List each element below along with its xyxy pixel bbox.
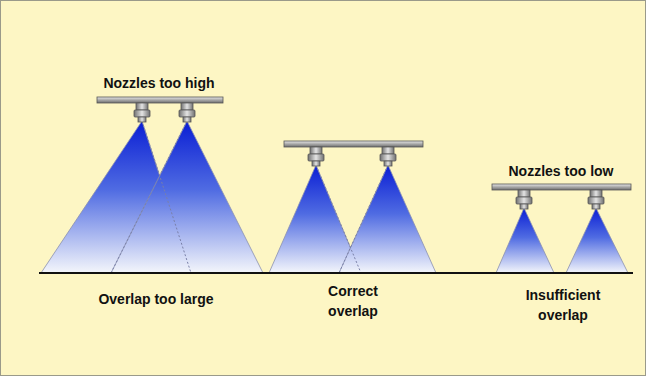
spray-cone-group bbox=[41, 97, 263, 273]
nozzle bbox=[380, 147, 396, 166]
caption-label: Nozzles too high bbox=[103, 73, 214, 93]
caption-label: Nozzles too low bbox=[509, 161, 614, 181]
overlap-line bbox=[111, 121, 187, 273]
boom-bar bbox=[97, 97, 223, 103]
spray-cone-group bbox=[492, 184, 631, 273]
nozzle bbox=[588, 190, 604, 209]
nozzle bbox=[179, 103, 195, 122]
overlap-line bbox=[339, 165, 388, 273]
boom-bar bbox=[492, 184, 631, 190]
spray-cone bbox=[339, 165, 436, 273]
spray-cone bbox=[496, 208, 554, 273]
ground-line bbox=[39, 272, 633, 274]
overlap-line bbox=[316, 165, 361, 273]
nozzle bbox=[308, 147, 324, 166]
caption-label: Correct overlap bbox=[311, 281, 395, 321]
nozzle bbox=[134, 103, 150, 122]
caption-label: Overlap too large bbox=[98, 289, 213, 309]
spray-cone bbox=[566, 208, 628, 273]
spray-cone-group bbox=[269, 141, 436, 273]
spray-cone bbox=[111, 121, 263, 273]
boom-bar bbox=[284, 141, 423, 147]
nozzle bbox=[516, 190, 532, 209]
caption-label: Insufficient overlap bbox=[515, 285, 611, 325]
